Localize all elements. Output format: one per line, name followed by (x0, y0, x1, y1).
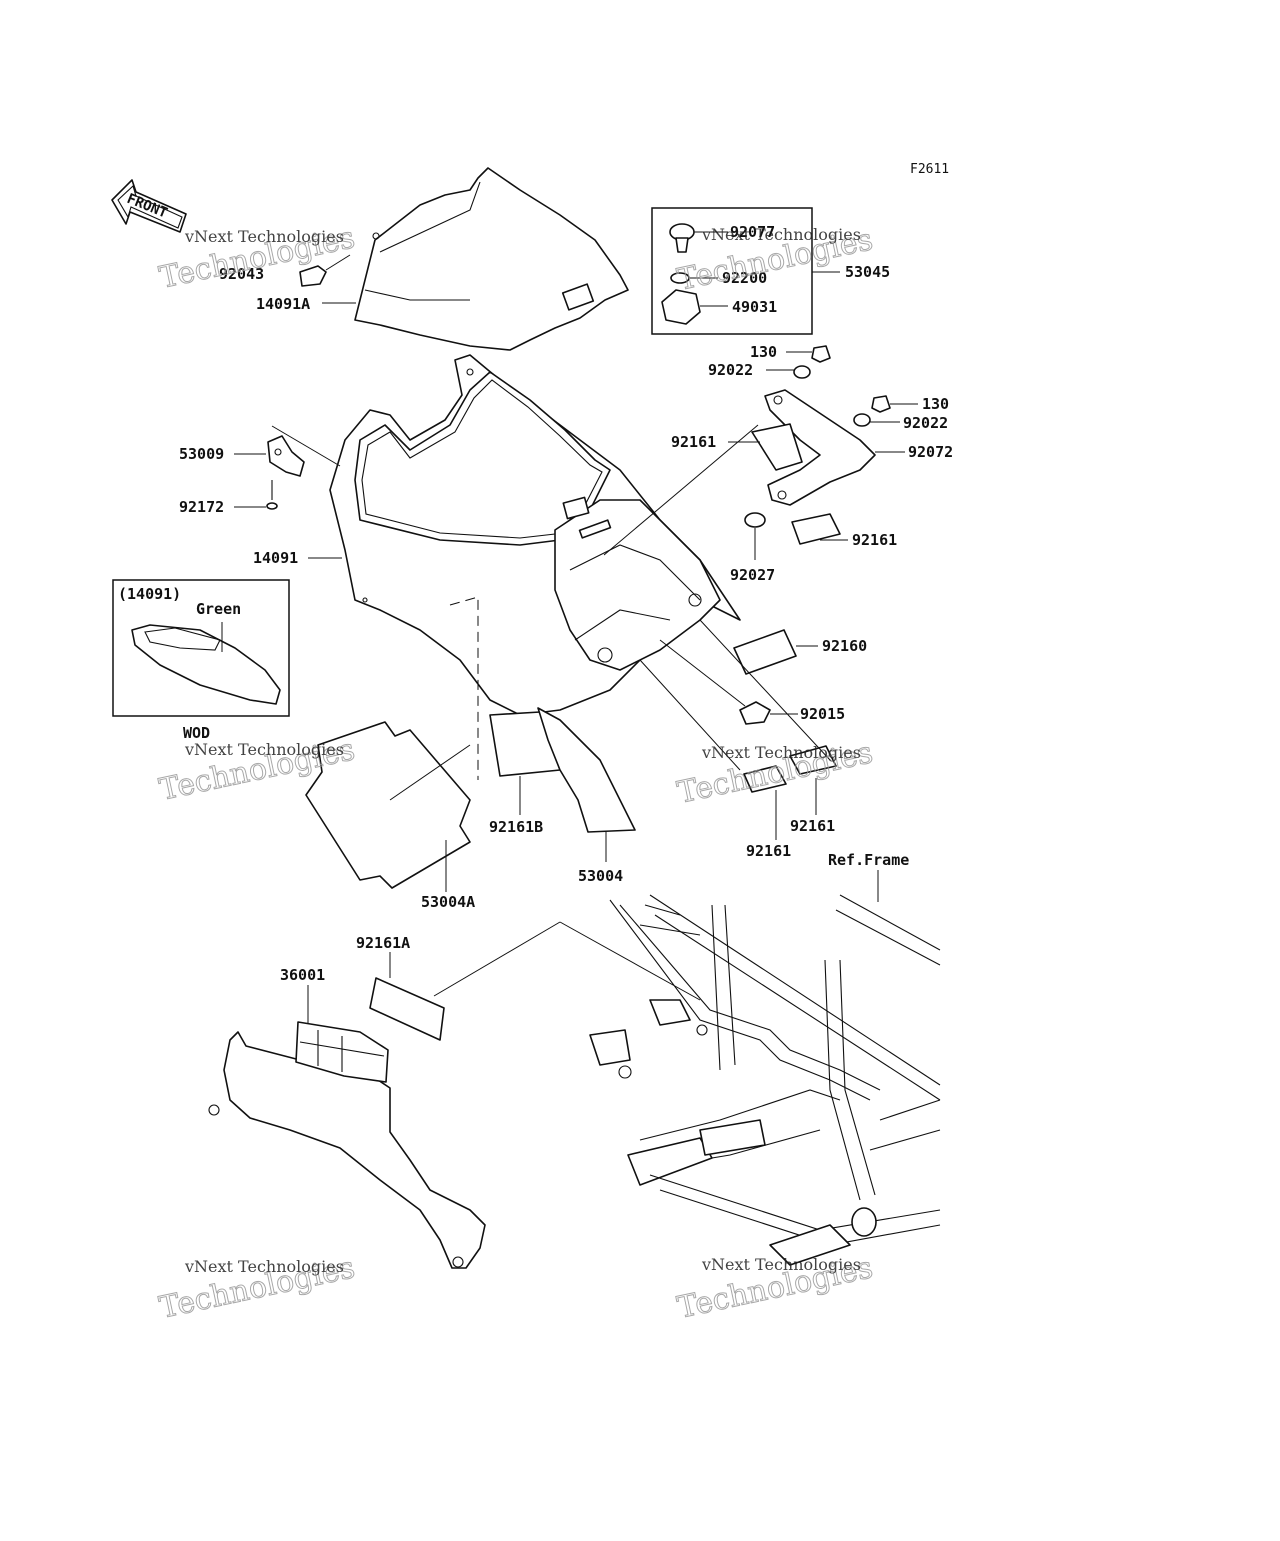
callout-53045: 53045 (845, 263, 890, 281)
pad-92160 (733, 629, 818, 675)
pad-92161-right (791, 513, 848, 545)
fastener-92077 (669, 223, 728, 253)
callout-92022-right: 92022 (903, 414, 948, 432)
sheet-53004A (305, 721, 471, 892)
washer-92200 (670, 272, 718, 284)
inset-ref: (14091) (118, 585, 181, 603)
frame-reference (589, 870, 941, 1266)
watermark-mid-right: Technologies vNext Technologies (674, 735, 876, 812)
inset-caption: WOD (183, 724, 210, 742)
callout-92043: 92043 (219, 265, 264, 283)
bracket-53009 (267, 425, 341, 477)
callout-92015: 92015 (800, 705, 845, 723)
svg-text:vNext Technologies: vNext Technologies (701, 1255, 861, 1274)
pad-92161-upper (603, 423, 803, 556)
screw-92172 (266, 480, 278, 510)
rivet-92043 (299, 254, 351, 287)
pad-92161A (369, 921, 701, 1041)
frame-ref-label: Ref.Frame (828, 851, 909, 869)
callout-92027: 92027 (730, 566, 775, 584)
callout-53009: 53009 (179, 445, 224, 463)
inset-color-label: Green (196, 600, 241, 618)
watermark-top-left: Technologies vNext Technologies (156, 220, 358, 297)
watermark-bottom-left: Technologies vNext Technologies (156, 1250, 358, 1327)
svg-text:vNext Technologies: vNext Technologies (701, 225, 861, 244)
nut-92015 (659, 639, 798, 725)
callout-92161B: 92161B (489, 818, 543, 836)
washer-92022-right (853, 413, 900, 427)
callout-92161-right: 92161 (852, 531, 897, 549)
callout-92161-lower-a: 92161 (746, 842, 791, 860)
figure-code: F2611 (910, 162, 949, 177)
bracket-92072 (764, 389, 905, 506)
sheet-53004 (537, 707, 636, 862)
callout-53004A: 53004A (421, 893, 475, 911)
cowl-14091 (329, 354, 741, 716)
svg-text:vNext Technologies: vNext Technologies (184, 227, 344, 246)
callout-92077: 92077 (730, 223, 775, 241)
bolt-130-upper (786, 345, 831, 363)
callout-92072: 92072 (908, 443, 953, 461)
callout-92022-upper: 92022 (708, 361, 753, 379)
inset-14091: (14091) Green WOD (112, 579, 290, 742)
callout-92160: 92160 (822, 637, 867, 655)
svg-text:vNext Technologies: vNext Technologies (184, 1257, 344, 1276)
callout-92172: 92172 (179, 498, 224, 516)
kit-53045-box (651, 207, 813, 335)
nut-49031 (661, 289, 728, 325)
callout-49031: 49031 (732, 298, 777, 316)
callout-130-right: 130 (922, 395, 949, 413)
callout-92161A: 92161A (356, 934, 410, 952)
front-arrow-icon: FRONT (111, 179, 187, 233)
watermark-top-right: Technologies vNext Technologies (674, 222, 876, 299)
callout-14091: 14091 (253, 549, 298, 567)
washer-92027 (744, 512, 766, 560)
watermark-bottom-right: Technologies vNext Technologies (674, 1250, 876, 1327)
svg-text:vNext Technologies: vNext Technologies (184, 740, 344, 759)
pad-92161-lower-a (743, 765, 787, 840)
bolt-130-right (871, 395, 918, 413)
callout-14091A: 14091A (256, 295, 310, 313)
svg-text:vNext Technologies: vNext Technologies (701, 743, 861, 762)
callout-92161-lower-b: 92161 (790, 817, 835, 835)
callout-36001: 36001 (280, 966, 325, 984)
callout-92161-upper: 92161 (671, 433, 716, 451)
duct-36001 (208, 985, 486, 1269)
callout-92200: 92200 (722, 269, 767, 287)
callout-53004: 53004 (578, 867, 623, 885)
cowl-14091A (354, 167, 629, 351)
washer-92022-upper (766, 365, 811, 379)
callout-130-upper: 130 (750, 343, 777, 361)
pad-92161-lower-b (789, 745, 837, 815)
